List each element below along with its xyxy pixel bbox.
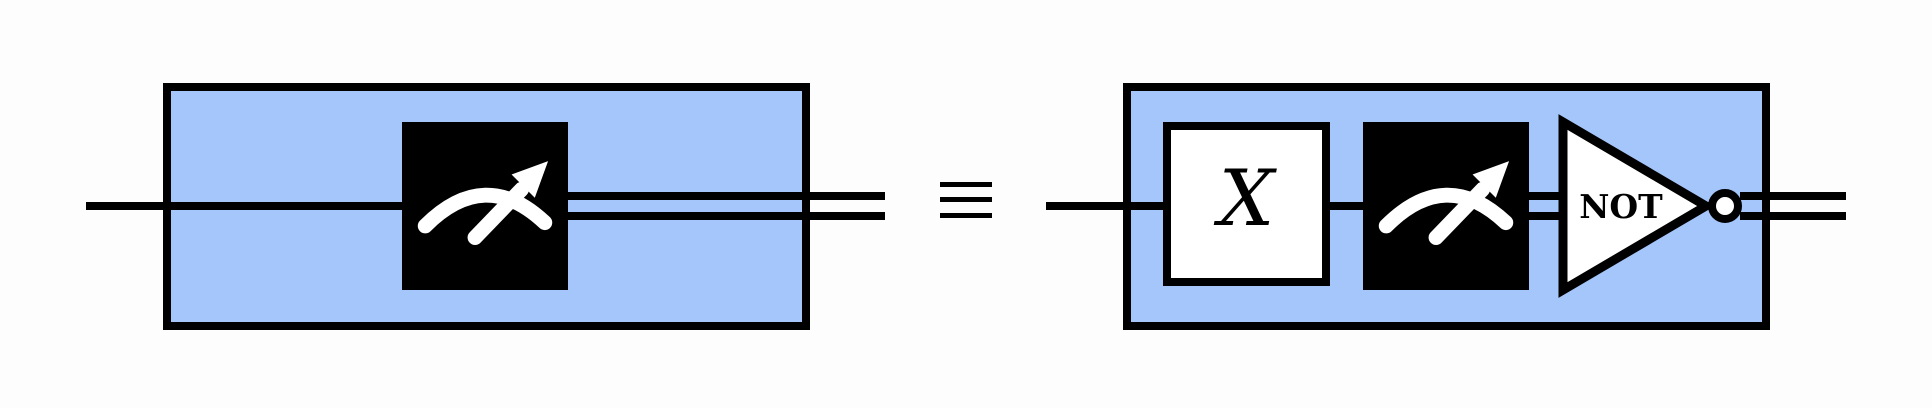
rhs-measurement-gate [1363, 122, 1529, 290]
rhs-output-classical-wire-bottom [1740, 212, 1846, 220]
measure-gauge-icon [1378, 161, 1514, 246]
rhs-input-wire [1046, 202, 1163, 210]
measure-gauge-icon [417, 161, 553, 246]
not-gate-label: NOT [1579, 186, 1663, 226]
lhs-output-classical-wire-bottom [568, 212, 885, 220]
equivalence-symbol: ≡ [940, 175, 992, 225]
rhs-mid-wire [1326, 202, 1366, 210]
rhs-x-gate: X [1163, 122, 1330, 286]
equivalence-symbol-text: ≡ [940, 175, 941, 176]
rhs-output-classical-wire-top [1740, 192, 1846, 200]
not-gate-triangle [1558, 114, 1715, 298]
equivalence-bar [940, 182, 992, 187]
not-gate-bubble-icon [1708, 189, 1742, 223]
lhs-output-classical-wire-top [568, 192, 885, 200]
equivalence-bar [940, 213, 992, 218]
rhs-classical-wire-top [1529, 192, 1571, 200]
rhs-classical-wire-bottom [1529, 212, 1571, 220]
x-gate-label: X [1218, 154, 1275, 244]
lhs-input-wire [86, 202, 402, 210]
lhs-measurement-gate [402, 122, 568, 290]
equivalence-bar [940, 197, 992, 202]
